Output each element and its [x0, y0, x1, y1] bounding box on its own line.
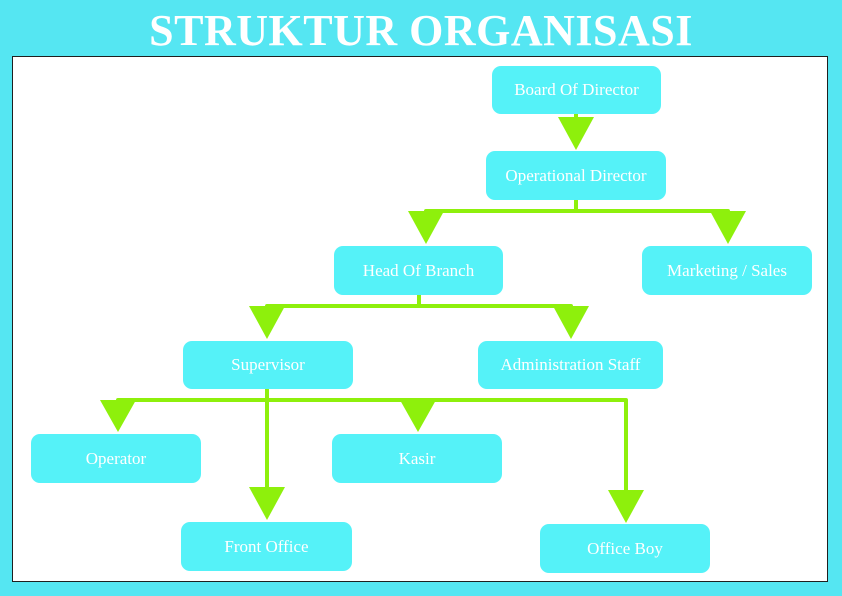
node-operational-director: Operational Director	[486, 151, 666, 200]
node-administration-staff: Administration Staff	[478, 341, 663, 389]
node-board-of-director: Board Of Director	[492, 66, 661, 114]
arrow-to-operator	[100, 400, 136, 432]
node-kasir: Kasir	[332, 434, 502, 483]
node-office-boy: Office Boy	[540, 524, 710, 573]
arrow-to-operational	[558, 117, 594, 150]
node-marketing-sales: Marketing / Sales	[642, 246, 812, 295]
node-front-office: Front Office	[181, 522, 352, 571]
arrow-to-supervisor	[249, 306, 285, 339]
arrow-to-administration	[553, 306, 589, 339]
page-title: STRUKTUR ORGANISASI	[149, 6, 693, 55]
arrow-to-head-of-branch	[408, 211, 444, 244]
diagram-canvas	[12, 56, 828, 582]
node-head-of-branch: Head Of Branch	[334, 246, 503, 295]
arrow-to-front-office	[249, 487, 285, 520]
node-operator: Operator	[31, 434, 201, 483]
connector-head-children	[265, 294, 573, 330]
arrow-to-office-boy	[608, 490, 644, 523]
node-supervisor: Supervisor	[183, 341, 353, 389]
arrow-to-marketing	[710, 211, 746, 244]
arrow-to-kasir	[400, 400, 436, 432]
connector-operational-children	[424, 199, 730, 234]
